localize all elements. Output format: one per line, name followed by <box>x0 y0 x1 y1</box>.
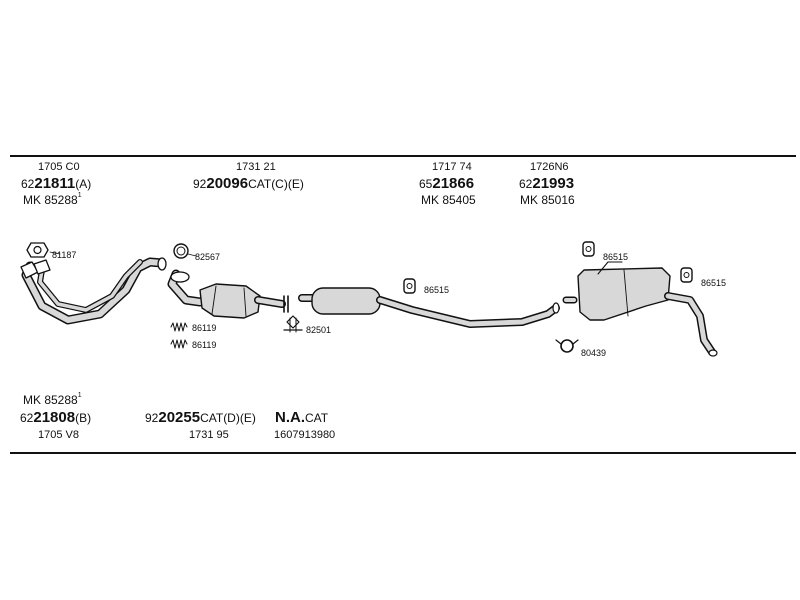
top-part-1-bold: 21811 <box>34 175 76 192</box>
top-part-2-prefix: 92 <box>193 177 207 191</box>
rubber-mount-86515-icon <box>582 241 595 257</box>
top-part-3-code: 1717 74 <box>432 161 472 173</box>
label-86515-rear-top: 86515 <box>603 252 628 262</box>
bottom-part-1-mk-text: MK 85288 <box>23 393 78 407</box>
top-part-4-number: 6221993 <box>519 176 574 192</box>
top-part-1-sup: 1 <box>77 192 82 199</box>
bottom-part-3-code: 1607913980 <box>274 429 336 441</box>
top-part-3-bold: 21866 <box>432 175 475 192</box>
top-part-3-number: 6521866 <box>419 176 474 192</box>
top-part-4-code: 1726N6 <box>530 161 569 173</box>
gasket-81187-icon <box>26 242 61 258</box>
label-86515-rear-right: 86515 <box>701 278 726 288</box>
top-part-1-suffix: (A) <box>75 177 92 191</box>
top-part-2-bold: 20096 <box>206 175 249 192</box>
top-part-1-code: 1705 C0 <box>38 161 80 173</box>
bottom-part-2-number: 9220255CAT(D)(E) <box>145 410 256 426</box>
top-part-2-number: 9220096CAT(C)(E) <box>193 176 304 192</box>
top-part-1-prefix: 62 <box>21 177 35 191</box>
top-part-4-bold: 21993 <box>532 175 575 192</box>
bottom-part-1-mk: MK 852881 <box>23 392 82 407</box>
clamp-80439-icon <box>555 339 579 353</box>
top-part-1-mk: MK 852881 <box>23 192 82 207</box>
top-part-1-mk-text: MK 85288 <box>23 193 78 207</box>
label-81187: 81187 <box>52 250 76 260</box>
label-86119-b: 86119 <box>192 340 216 350</box>
bottom-part-2-suffix: CAT(D)(E) <box>200 411 256 425</box>
bottom-part-1-sup: 1 <box>77 392 82 399</box>
bottom-part-3-suffix: CAT <box>305 411 329 425</box>
bottom-part-1-number: 6221808(B) <box>20 410 91 426</box>
bottom-divider-line <box>10 452 796 454</box>
gasket-82567-icon <box>173 243 197 259</box>
catalytic-converter <box>167 269 289 319</box>
bottom-part-1-prefix: 62 <box>20 411 34 425</box>
label-82567: 82567 <box>195 252 220 262</box>
rubber-mount-86515-icon <box>403 278 416 294</box>
middle-silencer <box>298 287 560 328</box>
bottom-part-3-bold: N.A. <box>275 409 305 426</box>
top-part-1-number: 6221811(A) <box>21 176 91 192</box>
label-86119-a: 86119 <box>192 323 216 333</box>
bottom-part-1-bold: 21808 <box>33 409 76 426</box>
front-exhaust-pipe <box>20 257 167 325</box>
bottom-part-2-code: 1731 95 <box>189 429 229 441</box>
label-82501: 82501 <box>306 325 331 335</box>
top-part-2-code: 1731 21 <box>236 161 276 173</box>
rubber-mount-86515-icon <box>680 267 693 283</box>
rear-silencer <box>562 261 718 357</box>
top-part-3-prefix: 65 <box>419 177 433 191</box>
label-86515-middle: 86515 <box>424 285 449 295</box>
label-80439: 80439 <box>581 348 606 358</box>
top-part-2-suffix: CAT(C)(E) <box>248 177 304 191</box>
bottom-part-2-bold: 20255 <box>158 409 201 426</box>
top-part-4-prefix: 62 <box>519 177 533 191</box>
clamp-82501-icon <box>283 315 303 333</box>
spring-86119-icon <box>170 322 188 332</box>
bottom-part-1-code: 1705 V8 <box>38 429 79 441</box>
bottom-part-3-number: N.A.CAT <box>275 410 328 426</box>
spring-86119-icon <box>170 339 188 349</box>
top-part-3-mk: MK 85405 <box>421 193 476 207</box>
top-part-4-mk: MK 85016 <box>520 193 575 207</box>
bottom-part-2-prefix: 92 <box>145 411 159 425</box>
top-divider-line <box>10 155 796 157</box>
bottom-part-1-suffix: (B) <box>75 411 92 425</box>
